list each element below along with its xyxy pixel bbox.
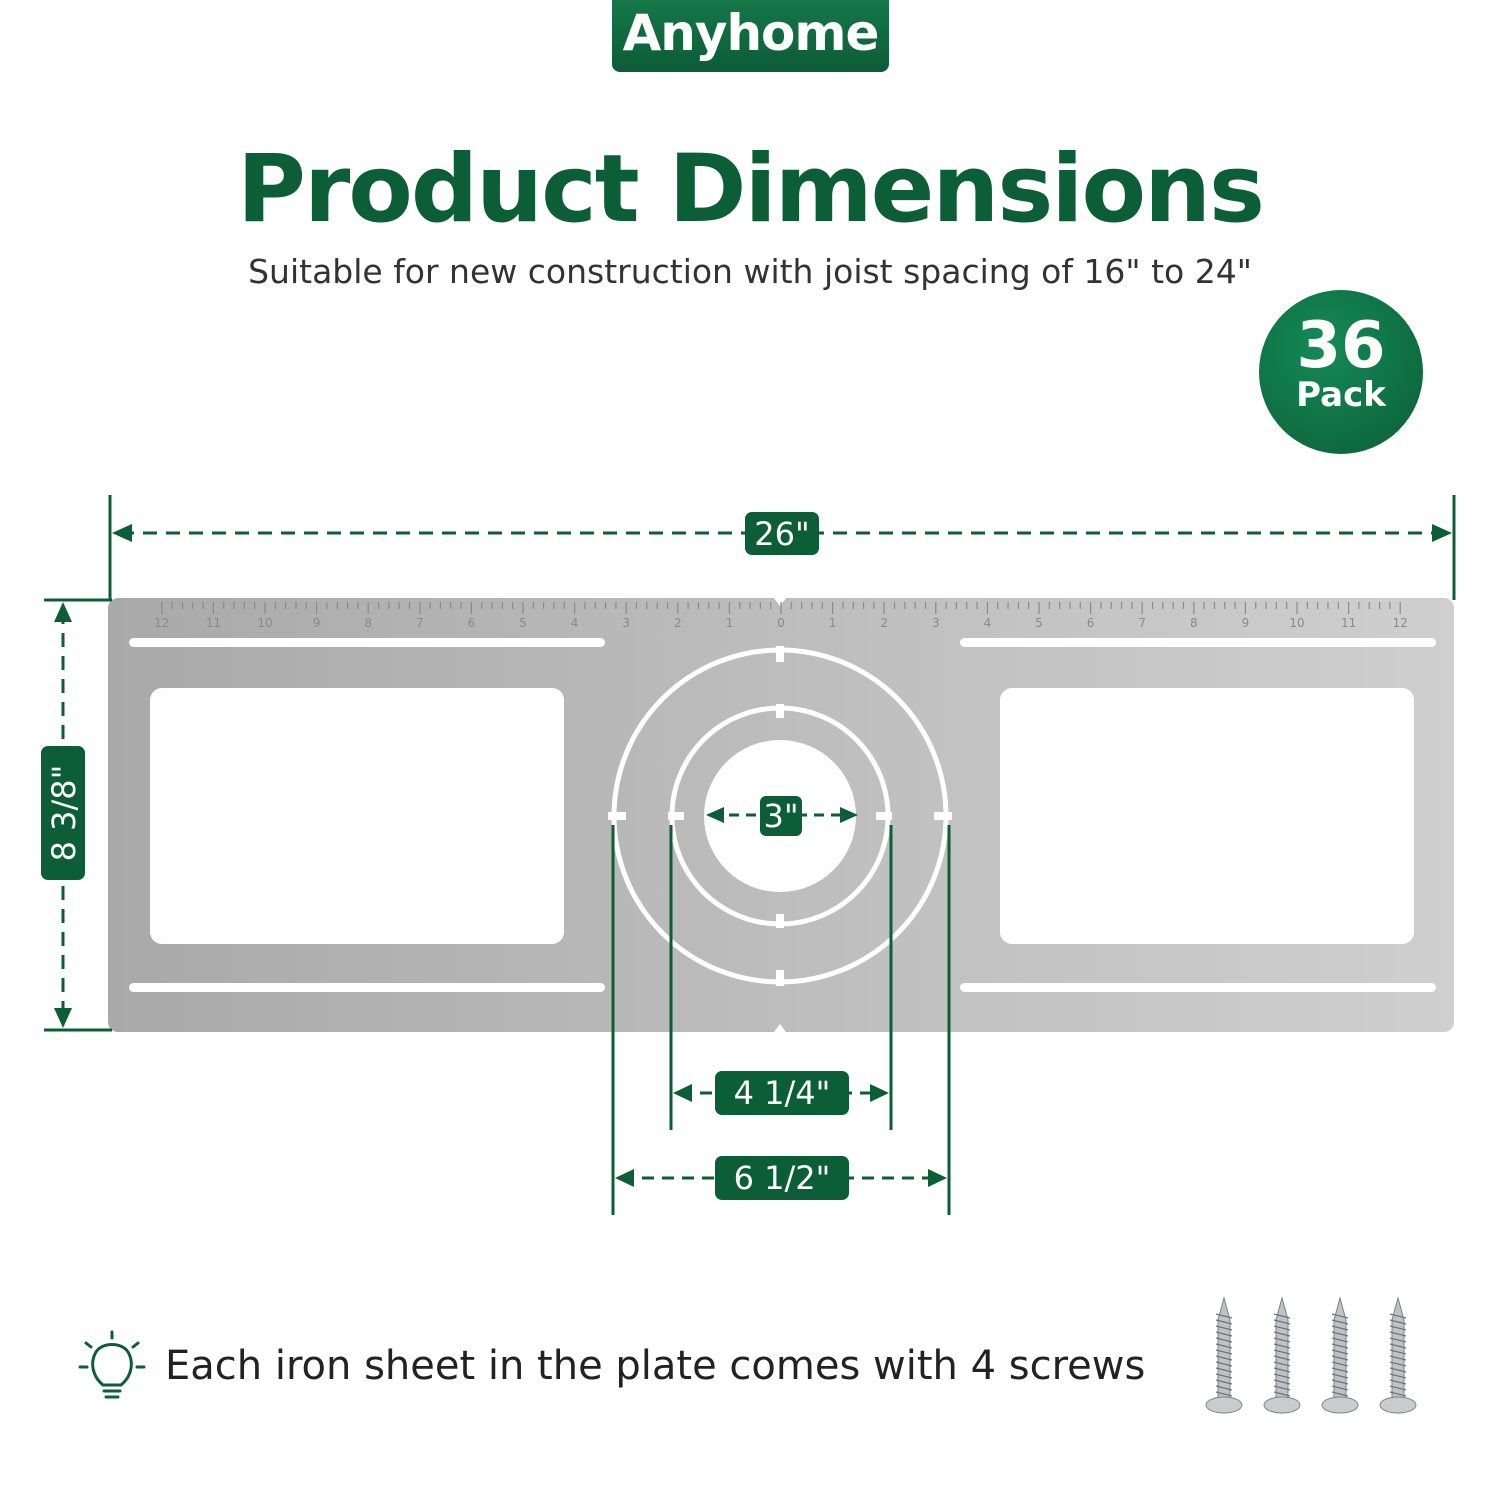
- inner-hole-label: 3": [763, 797, 798, 835]
- ruler-tick-label: 6: [468, 616, 476, 630]
- ruler-tick-label: 0: [777, 616, 785, 630]
- ruler-tick-label: 9: [313, 616, 321, 630]
- bottom-left-slot: [129, 983, 605, 992]
- ruler-tick-label: 7: [416, 616, 424, 630]
- ruler-tick-label: 7: [1138, 616, 1146, 630]
- brand-name: Anyhome: [622, 4, 880, 62]
- screws-group: [1205, 1296, 1417, 1414]
- ruler-tick-label: 8: [1190, 616, 1198, 630]
- ruler-tick-label: 3: [932, 616, 940, 630]
- inner-hole-dimension: 3": [706, 796, 858, 836]
- tip-text: Each iron sheet in the plate comes with …: [165, 1343, 1146, 1389]
- middle-ring-dimension: 4 1/4": [669, 825, 893, 1130]
- lightbulb-icon: [78, 1330, 146, 1399]
- ruler-tick-label: 4: [984, 616, 992, 630]
- ruler-tick-label: 11: [1341, 616, 1356, 630]
- pack-badge: 36 Pack: [1259, 290, 1423, 454]
- ruler-tick-label: 5: [1035, 616, 1043, 630]
- ruler-tick-label: 10: [1289, 616, 1304, 630]
- ruler-tick-label: 3: [622, 616, 630, 630]
- top-left-slot: [129, 638, 605, 647]
- width-dimension: 26": [108, 495, 1456, 600]
- ruler-tick-label: 4: [571, 616, 579, 630]
- ruler-tick-label: 11: [206, 616, 221, 630]
- height-dimension: 8 3/8": [41, 598, 112, 1032]
- right-window: [1000, 688, 1414, 944]
- bottom-right-slot: [960, 983, 1436, 992]
- ruler-tick-label: 9: [1242, 616, 1250, 630]
- screw-icon: [1379, 1296, 1417, 1414]
- ruler-tick-label: 1: [726, 616, 734, 630]
- width-label: 26": [754, 515, 809, 553]
- screw-icon: [1321, 1296, 1359, 1414]
- height-label: 8 3/8": [45, 765, 83, 862]
- brand-logo: Anyhome: [612, 0, 889, 72]
- page-title: Product Dimensions: [237, 135, 1265, 244]
- outer-ring-label: 6 1/2": [734, 1159, 831, 1197]
- ruler-tick-label: 2: [674, 616, 682, 630]
- pack-unit: Pack: [1296, 375, 1386, 415]
- pack-count: 36: [1296, 309, 1386, 383]
- ruler-tick-label: 8: [364, 616, 372, 630]
- middle-ring-label: 4 1/4": [734, 1074, 831, 1112]
- screw-icon: [1205, 1296, 1243, 1414]
- screw-icon: [1263, 1296, 1301, 1414]
- ruler-tick-label: 1: [829, 616, 837, 630]
- ruler-tick-label: 2: [880, 616, 888, 630]
- ruler-tick-label: 5: [519, 616, 527, 630]
- left-window: [150, 688, 564, 944]
- page-subtitle: Suitable for new construction with joist…: [248, 252, 1252, 291]
- ruler-tick-label: 6: [1087, 616, 1095, 630]
- ruler-tick-label: 10: [257, 616, 272, 630]
- ruler-tick-label: 12: [154, 616, 169, 630]
- ruler-tick-label: 12: [1393, 616, 1408, 630]
- outer-ring-dimension: 6 1/2": [611, 825, 951, 1215]
- top-right-slot: [960, 638, 1436, 647]
